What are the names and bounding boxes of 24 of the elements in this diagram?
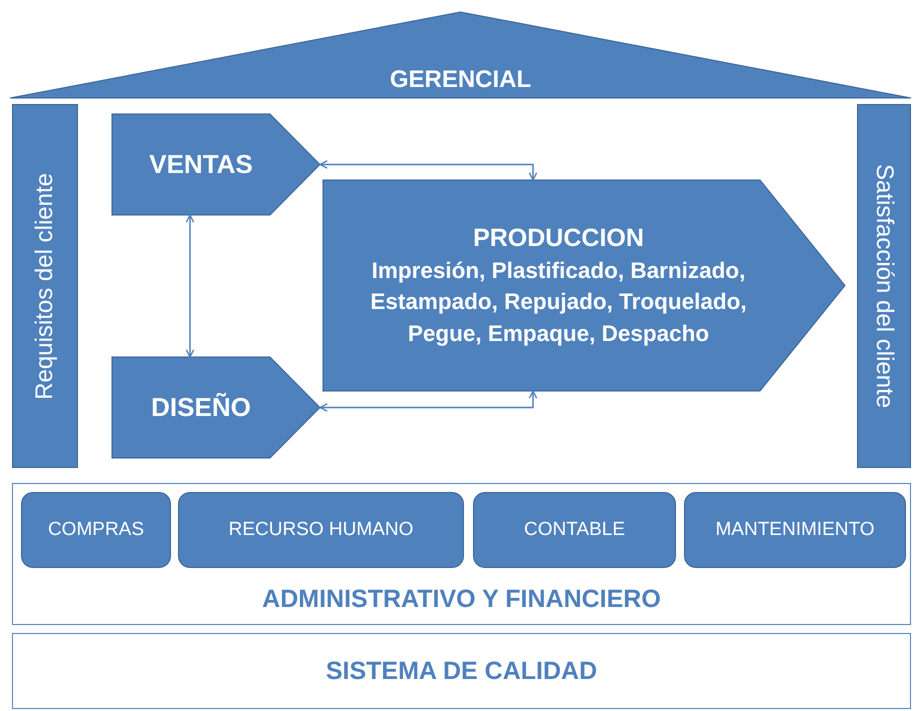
process-title: PRODUCCION <box>473 223 644 254</box>
vertical-bar <box>12 104 78 468</box>
process-description: Impresión, Plastificado, Barnizado, Estampado, Repujado, Troquelado, Pegue, Empaque, Despacho <box>369 256 748 348</box>
layer-band <box>12 483 911 625</box>
process-title: VENTAS <box>149 148 253 181</box>
vertical-label: Satisfacción del cliente <box>870 164 898 408</box>
vertical-label: Requisitos del cliente <box>31 172 59 400</box>
department-label: COMPRAS <box>48 519 144 541</box>
band-title: ADMINISTRATIVO Y FINANCIERO <box>262 585 661 614</box>
layer-band <box>12 633 911 709</box>
double-arrow-connector <box>186 214 194 358</box>
process-title: DISEÑO <box>151 390 251 424</box>
department-box <box>178 492 464 568</box>
department-box <box>684 492 906 568</box>
department-box <box>473 492 676 568</box>
department-box <box>21 492 171 568</box>
double-arrow-connector <box>319 390 538 412</box>
double-arrow-connector <box>319 160 538 181</box>
band-title: SISTEMA DE CALIDAD <box>326 656 598 686</box>
department-label: MANTENIMIENTO <box>715 519 875 541</box>
vertical-bar <box>857 104 911 468</box>
department-label: RECURSO HUMANO <box>228 519 414 541</box>
roof-label: GERENCIAL <box>388 66 532 94</box>
department-label: CONTABLE <box>524 519 625 541</box>
